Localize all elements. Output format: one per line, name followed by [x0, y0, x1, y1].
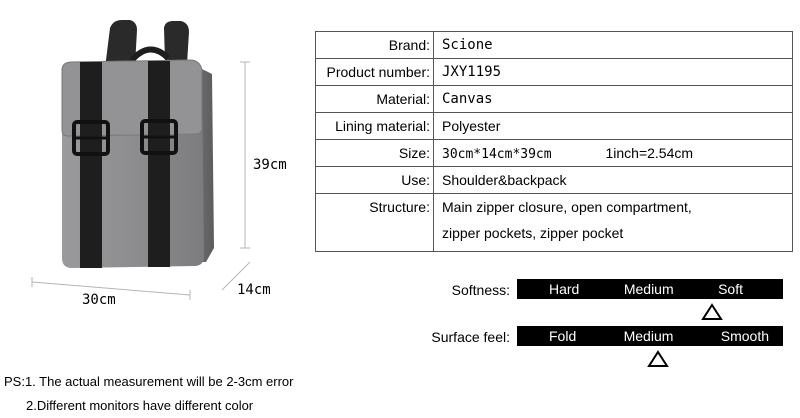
surface-feel-option: Fold [549, 328, 577, 344]
softness-option: Hard [549, 281, 580, 297]
spec-label: Brand: [315, 31, 434, 59]
spec-value-cell: Main zipper closure, open compartment, z… [433, 193, 793, 252]
softness-option: Medium [623, 281, 674, 297]
surface-feel-bar: Fold Medium Smooth [517, 326, 783, 346]
structure-line: zipper pockets, zipper pocket [442, 225, 624, 241]
size-value: 30cm*14cm*39cm [442, 146, 552, 162]
spec-value: Scione [433, 31, 793, 59]
softness-indicator-icon [701, 303, 723, 320]
spec-table: Brand: Scione Product number: JXY1195 Ma… [315, 31, 793, 252]
spec-value: Canvas [433, 85, 793, 113]
depth-label: 14cm [237, 282, 271, 298]
spec-row-size: Size: 30cm*14cm*39cm 1inch=2.54cm [315, 139, 793, 167]
surface-feel-option: Medium [623, 328, 674, 344]
spec-row-lining: Lining material: Polyester [315, 112, 793, 140]
note-measurement: PS:1. The actual measurement will be 2-3… [4, 374, 294, 389]
width-label: 30cm [82, 292, 116, 308]
spec-row-product-number: Product number: JXY1195 [315, 58, 793, 86]
inch-conversion: 1inch=2.54cm [605, 144, 694, 161]
buckle-left [72, 120, 110, 156]
spec-value: JXY1195 [433, 58, 793, 86]
front-strap-right [148, 61, 170, 267]
spec-row-brand: Brand: Scione [315, 31, 793, 59]
buckle-right [140, 119, 178, 155]
spec-row-material: Material: Canvas [315, 85, 793, 113]
spec-label: Lining material: [315, 112, 434, 140]
spec-row-use: Use: Shoulder&backpack [315, 166, 793, 194]
surface-feel-indicator-icon [647, 350, 669, 367]
shoulder-strap-left [105, 20, 137, 68]
structure-line: Main zipper closure, open compartment, [442, 199, 692, 215]
spec-label: Use: [315, 166, 434, 194]
spec-label: Structure: [315, 193, 434, 252]
note-color: 2.Different monitors have different colo… [26, 398, 254, 413]
height-label: 39cm [253, 157, 287, 173]
spec-row-structure: Structure: Main zipper closure, open com… [315, 193, 793, 252]
spec-value: Polyester [433, 112, 793, 140]
surface-feel-label: Surface feel: [431, 329, 510, 345]
spec-value-cell: 30cm*14cm*39cm 1inch=2.54cm [433, 139, 793, 167]
spec-value: Shoulder&backpack [433, 166, 793, 194]
surface-feel-option: Smooth [720, 328, 769, 344]
backpack-image [31, 20, 251, 300]
softness-bar: Hard Medium Soft [517, 279, 783, 299]
spec-label: Size: [315, 139, 434, 167]
spec-label: Material: [315, 85, 434, 113]
front-strap-left [80, 62, 102, 268]
handle [129, 46, 171, 63]
shoulder-strap-right [164, 21, 189, 64]
spec-label: Product number: [315, 58, 434, 86]
softness-option: Soft [718, 281, 743, 297]
softness-label: Softness: [451, 282, 510, 298]
